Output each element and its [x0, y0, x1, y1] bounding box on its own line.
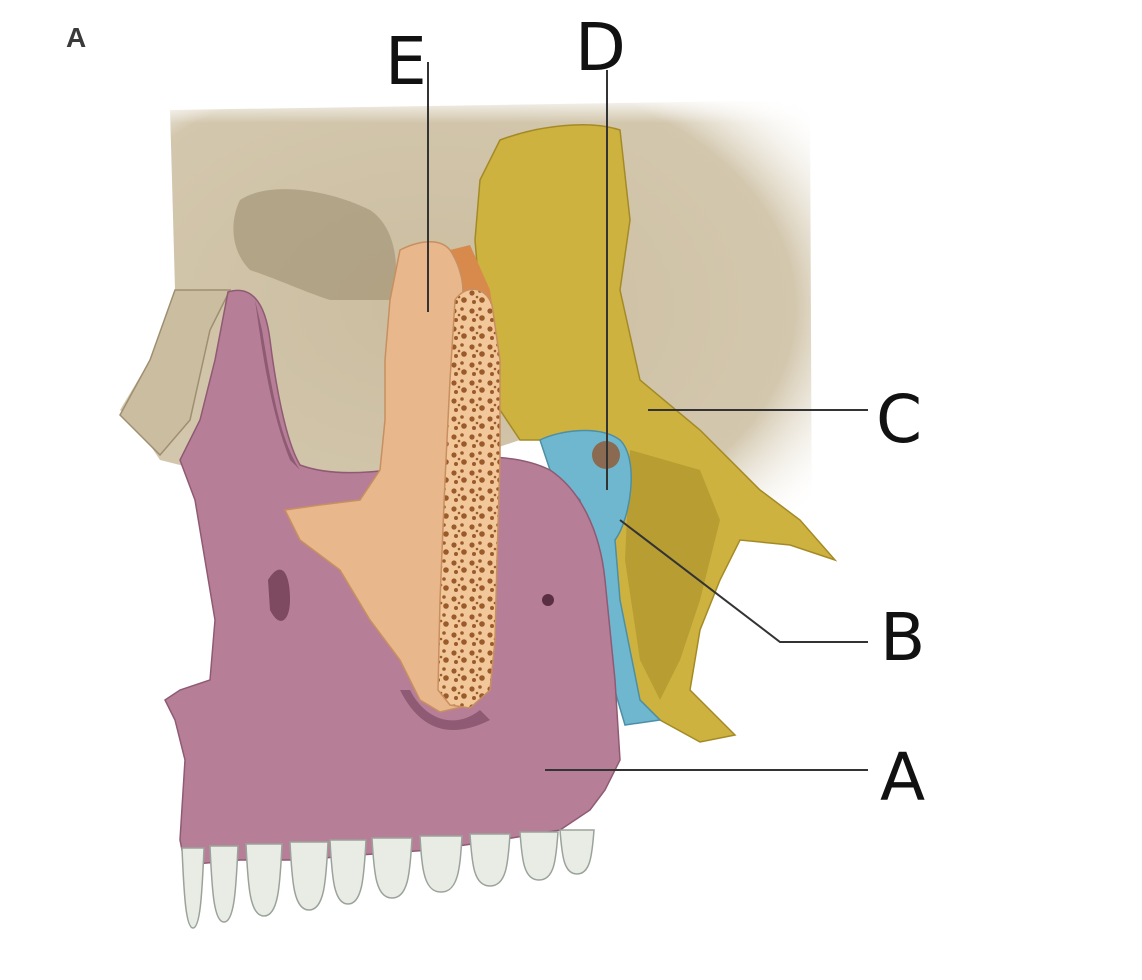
tooth — [245, 843, 283, 917]
tooth — [329, 839, 367, 905]
tooth — [469, 833, 511, 887]
leader-line-b — [619, 519, 868, 643]
label-a: A — [880, 739, 925, 816]
tooth — [181, 847, 205, 929]
sphenoid-shadow — [625, 450, 720, 700]
maxilla-ridge — [400, 690, 490, 730]
orbit-shadow — [233, 189, 396, 300]
nasal-region — [119, 289, 232, 457]
zygomatic-cut-section — [437, 288, 501, 709]
maxilla-foramen — [542, 594, 554, 606]
label-d: D — [575, 9, 626, 86]
tooth — [419, 835, 463, 893]
panel-label: A — [66, 22, 87, 53]
leader-lines — [427, 62, 868, 771]
tooth — [559, 829, 595, 875]
label-c: C — [876, 381, 922, 458]
label-b: B — [880, 599, 925, 676]
teeth — [181, 829, 595, 929]
maxilla-fossa — [268, 569, 290, 621]
tooth — [209, 845, 239, 923]
label-e: E — [385, 23, 427, 100]
tooth — [289, 841, 329, 911]
tooth — [519, 831, 559, 881]
tooth — [371, 837, 413, 899]
